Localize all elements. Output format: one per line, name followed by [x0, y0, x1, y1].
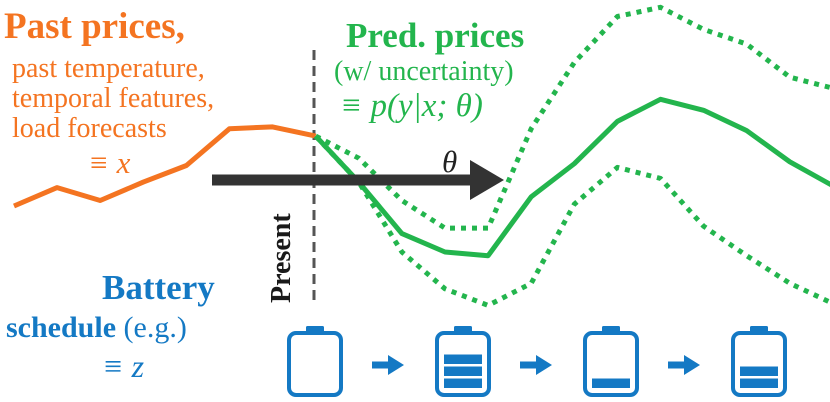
past-prices-line — [13, 124, 317, 209]
pred-lower-bound-line — [313, 134, 830, 308]
present-label: Present — [266, 213, 297, 303]
theta-arrow — [212, 160, 504, 200]
theta-label: θ — [442, 144, 458, 179]
battery-icon — [435, 326, 491, 397]
battery-title: Battery — [102, 268, 215, 307]
pred-uncertainty-label: (w/ uncertainty) — [334, 56, 514, 87]
battery-charge-segment — [592, 378, 630, 388]
pred-prices-title: Pred. prices — [346, 16, 525, 55]
battery-equiv-z: ≡ z — [102, 348, 145, 384]
theta-arrow-head — [470, 160, 504, 200]
pred-prices-line — [313, 96, 830, 259]
price-lines — [13, 4, 830, 308]
battery-charge-segment — [444, 378, 482, 388]
past-prices-title: Past prices, — [4, 6, 185, 47]
battery-body — [583, 331, 639, 397]
battery-charge-segment — [444, 354, 482, 364]
past-equiv-x: ≡ x — [88, 145, 131, 180]
battery-charge-segment — [740, 366, 778, 376]
battery-charge-segment — [444, 366, 482, 376]
schedule-arrow-icon — [372, 355, 404, 375]
schedule-arrow-icon — [520, 355, 552, 375]
battery-schedule — [287, 326, 787, 397]
schedule-note: (e.g.) — [116, 311, 187, 344]
schedule-arrow-icon — [668, 355, 700, 375]
battery-body — [731, 331, 787, 397]
battery-icon — [731, 326, 787, 397]
load-forecasts-label: load forecasts — [12, 113, 167, 144]
temporal-features-label: temporal features, — [12, 83, 215, 114]
battery-body — [435, 331, 491, 397]
pred-equiv-formula: ≡ p(y|x; θ) — [340, 88, 483, 124]
battery-charge-segment — [740, 378, 778, 388]
schedule-label: schedule (e.g.) — [6, 313, 187, 343]
schedule-word: schedule — [6, 311, 117, 344]
battery-body — [287, 331, 343, 397]
battery-icon — [583, 326, 639, 397]
battery-icon — [287, 326, 343, 397]
past-temperature-label: past temperature, — [12, 53, 205, 84]
